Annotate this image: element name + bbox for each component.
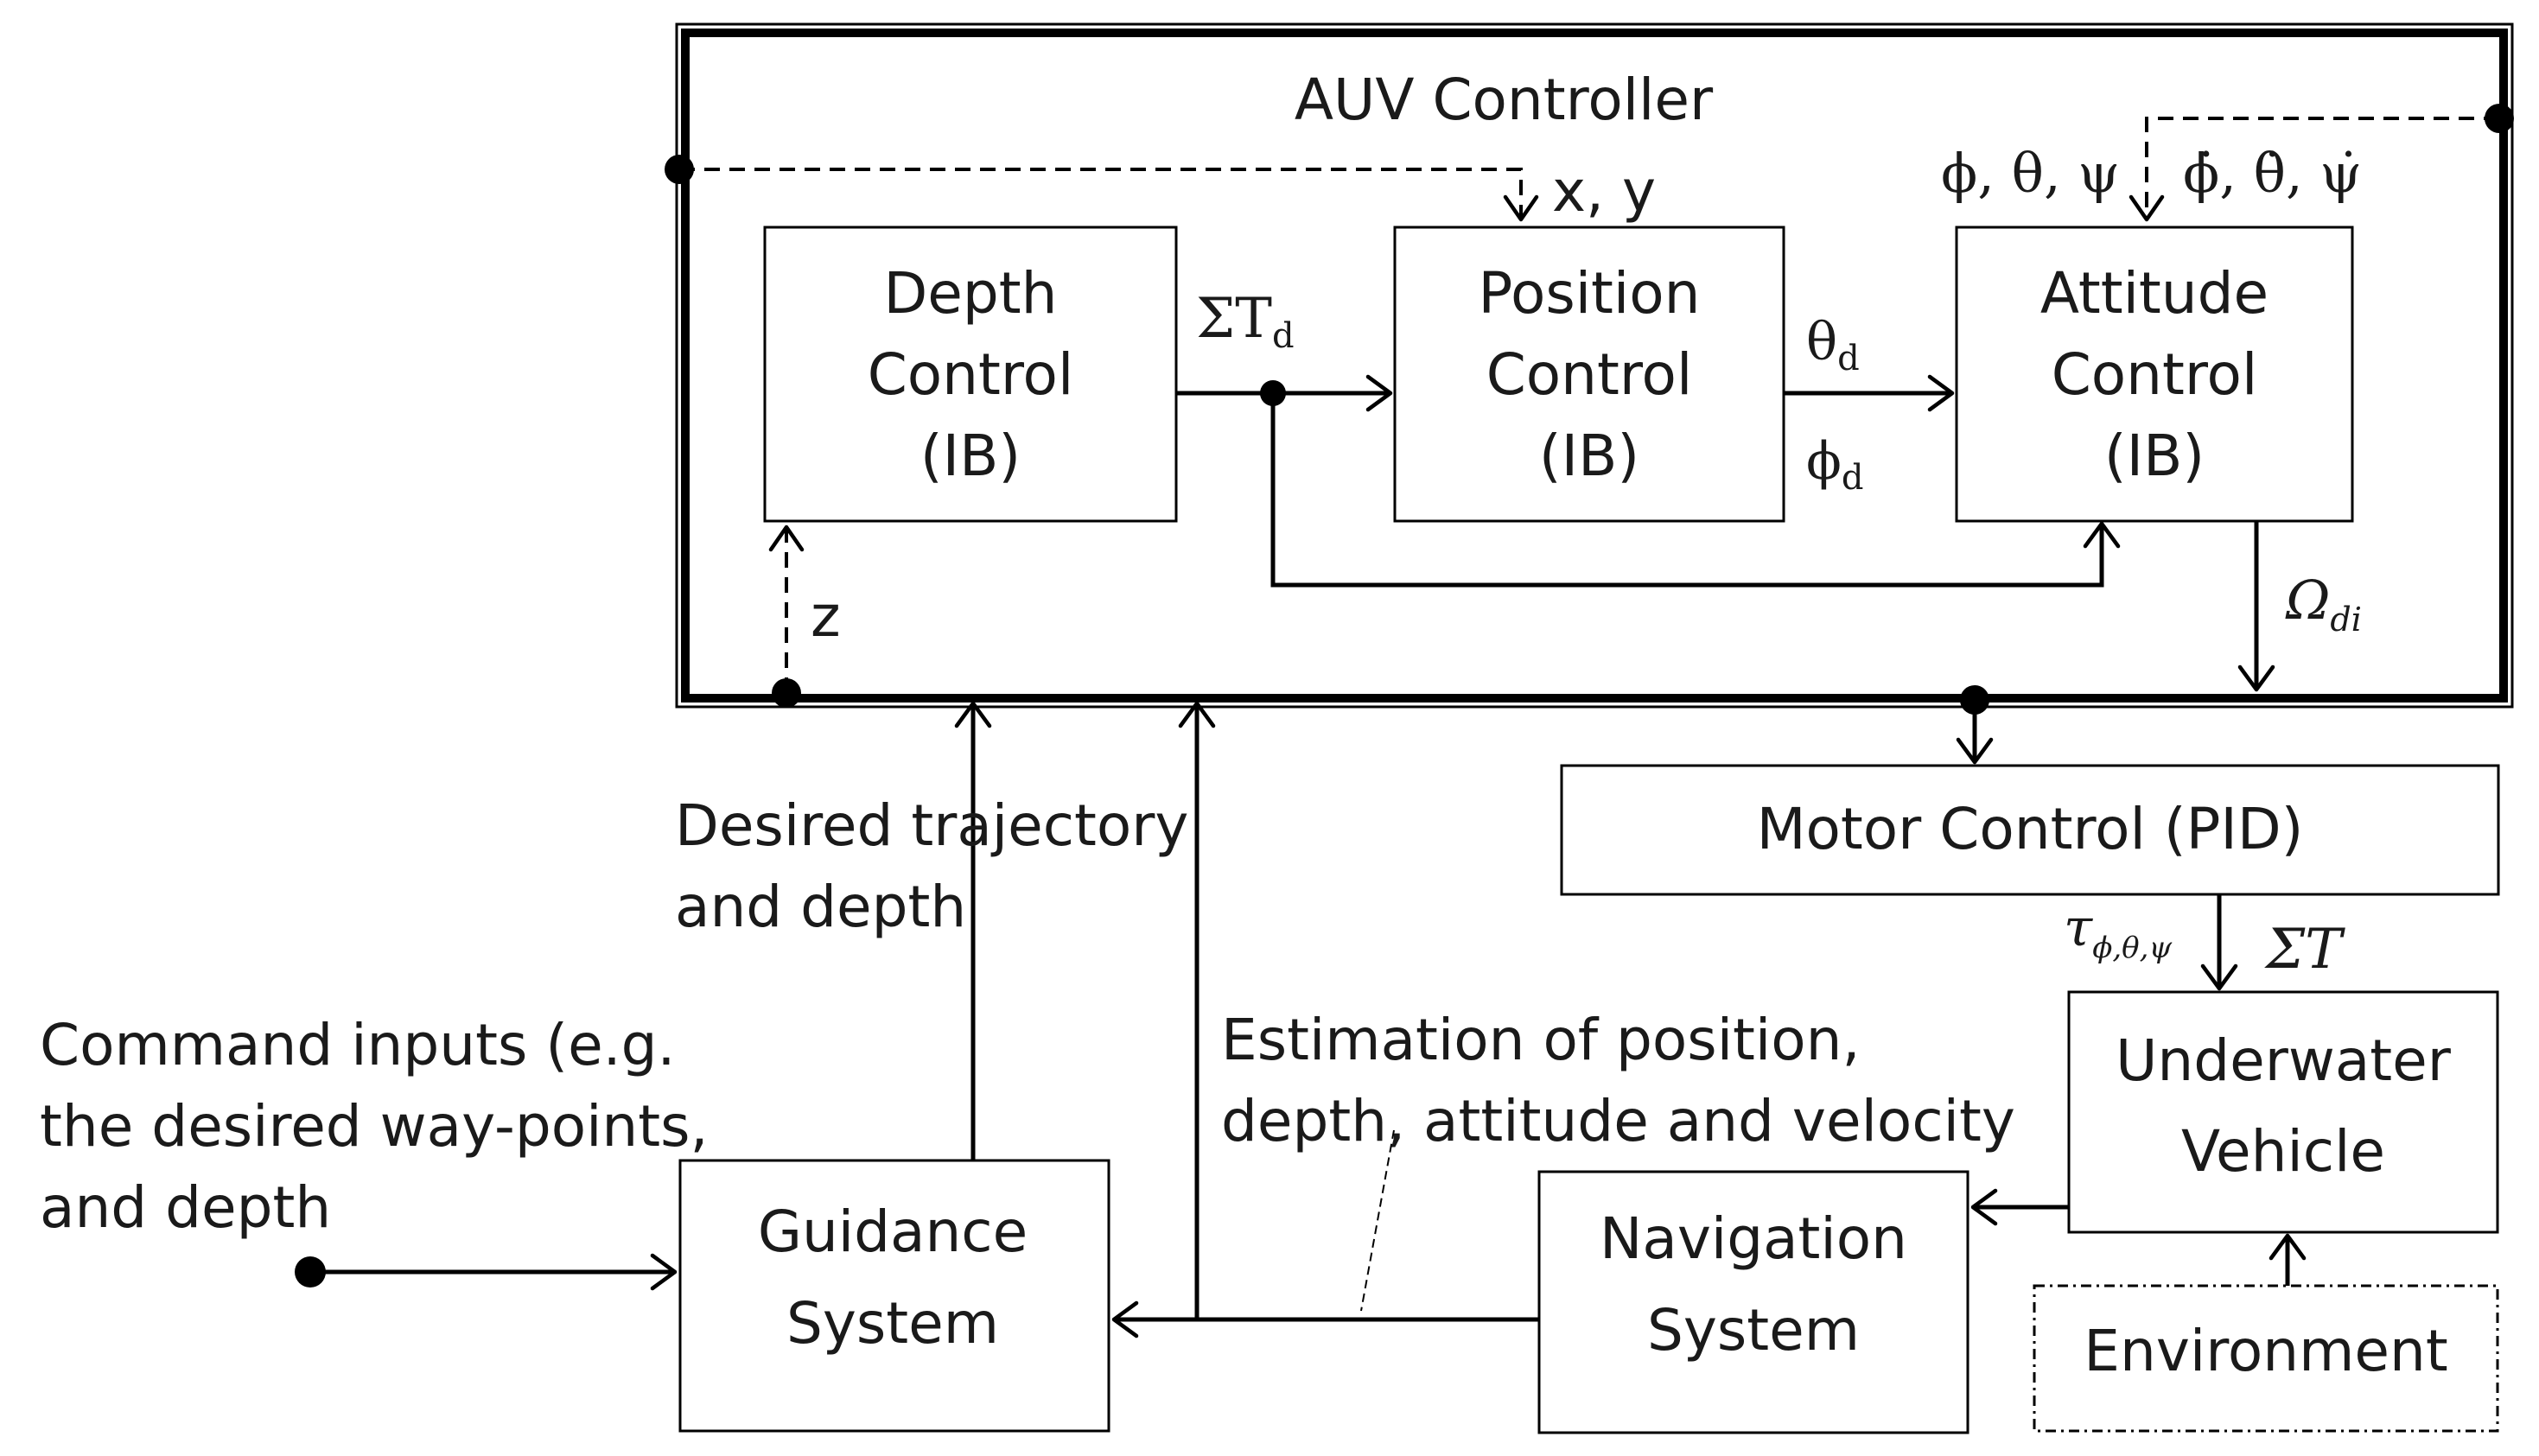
guidance-system-line-2: System: [786, 1290, 999, 1357]
position-control-line-1: Position: [1479, 260, 1701, 327]
xy-feedback-dashed: [665, 155, 1539, 222]
depth-control-line-2: Control: [868, 341, 1074, 408]
auv-controller-title: AUV Controller: [1295, 67, 1714, 133]
underwater-vehicle-block: Underwater Vehicle: [2067, 990, 2499, 1234]
sigma-t-label: ΣT: [2264, 918, 2345, 982]
angle-rates-label: ϕ̇, θ̇, ψ̇: [2183, 142, 2362, 205]
desired-trajectory-line-1: Desired trajectory: [675, 792, 1188, 859]
auv-controller-frame: [675, 22, 2514, 709]
attitude-control-block: Attitude Control (IB): [1955, 226, 2354, 523]
motor-control-block: Motor Control (PID): [1560, 764, 2500, 896]
guidance-system-block: Guidance System: [678, 1159, 1110, 1433]
xy-label: x, y: [1552, 158, 1656, 225]
attitude-control-line-3: (IB): [2104, 423, 2205, 489]
estimation-line-2: depth, attitude and velocity: [1221, 1088, 2015, 1154]
position-control-line-2: Control: [1486, 341, 1693, 408]
command-input-connection: [295, 1253, 678, 1291]
environment-to-vehicle-connection: [2269, 1233, 2307, 1286]
z-feedback-dashed: [768, 525, 805, 708]
navigation-system-block: Navigation System: [1537, 1170, 1969, 1434]
depth-control-block: Depth Control (IB): [763, 226, 1178, 523]
z-label: z: [811, 583, 841, 650]
desired-trajectory-line-2: and depth: [675, 874, 966, 940]
navigation-system-line-2: System: [1647, 1297, 1860, 1364]
attitude-control-line-1: Attitude: [2040, 260, 2269, 327]
guidance-system-line-1: Guidance: [758, 1198, 1028, 1265]
command-inputs-line-1: Command inputs (e.g.: [40, 1012, 676, 1078]
attitude-output-connection: [2237, 521, 2275, 692]
underwater-vehicle-line-2: Vehicle: [2181, 1118, 2385, 1185]
navigation-to-guidance-connection: [1111, 701, 1539, 1338]
motor-control-label: Motor Control (PID): [1757, 796, 2304, 862]
tau-label: τϕ,θ,ψ: [2064, 898, 2172, 965]
depth-to-position-connection: [1176, 374, 2121, 588]
position-control-line-3: (IB): [1539, 423, 1639, 489]
frame-to-motor-connection: [1956, 685, 1994, 765]
motor-to-vehicle-connection: [2200, 894, 2238, 991]
phi-d-label: ϕd: [1806, 431, 1864, 498]
underwater-vehicle-line-1: Underwater: [2116, 1027, 2452, 1094]
sigma-td-label: ΣTd: [1196, 287, 1295, 356]
guidance-to-controller-connection: [954, 701, 992, 1160]
environment-block: Environment: [2033, 1284, 2499, 1433]
depth-control-line-1: Depth: [883, 260, 1057, 327]
position-to-attitude-connection: [1784, 374, 1955, 412]
angles-label: ϕ, θ, ψ: [1941, 142, 2120, 205]
command-inputs-line-3: and depth: [40, 1174, 331, 1241]
position-control-block: Position Control (IB): [1393, 226, 1785, 523]
attitude-control-line-2: Control: [2052, 341, 2258, 408]
estimation-line-1: Estimation of position,: [1221, 1007, 1860, 1073]
angle-rate-feedback-dashed: [2129, 104, 2514, 222]
vehicle-to-navigation-connection: [1970, 1188, 2069, 1226]
environment-label: Environment: [2084, 1318, 2447, 1384]
omega-di-label: Ωdi: [2285, 569, 2362, 639]
estimation-leader-line: [1360, 1129, 1395, 1312]
depth-control-line-3: (IB): [920, 423, 1021, 489]
theta-d-label: θd: [1806, 312, 1860, 378]
navigation-system-line-1: Navigation: [1600, 1205, 1907, 1272]
command-inputs-line-2: the desired way-points,: [40, 1093, 709, 1160]
